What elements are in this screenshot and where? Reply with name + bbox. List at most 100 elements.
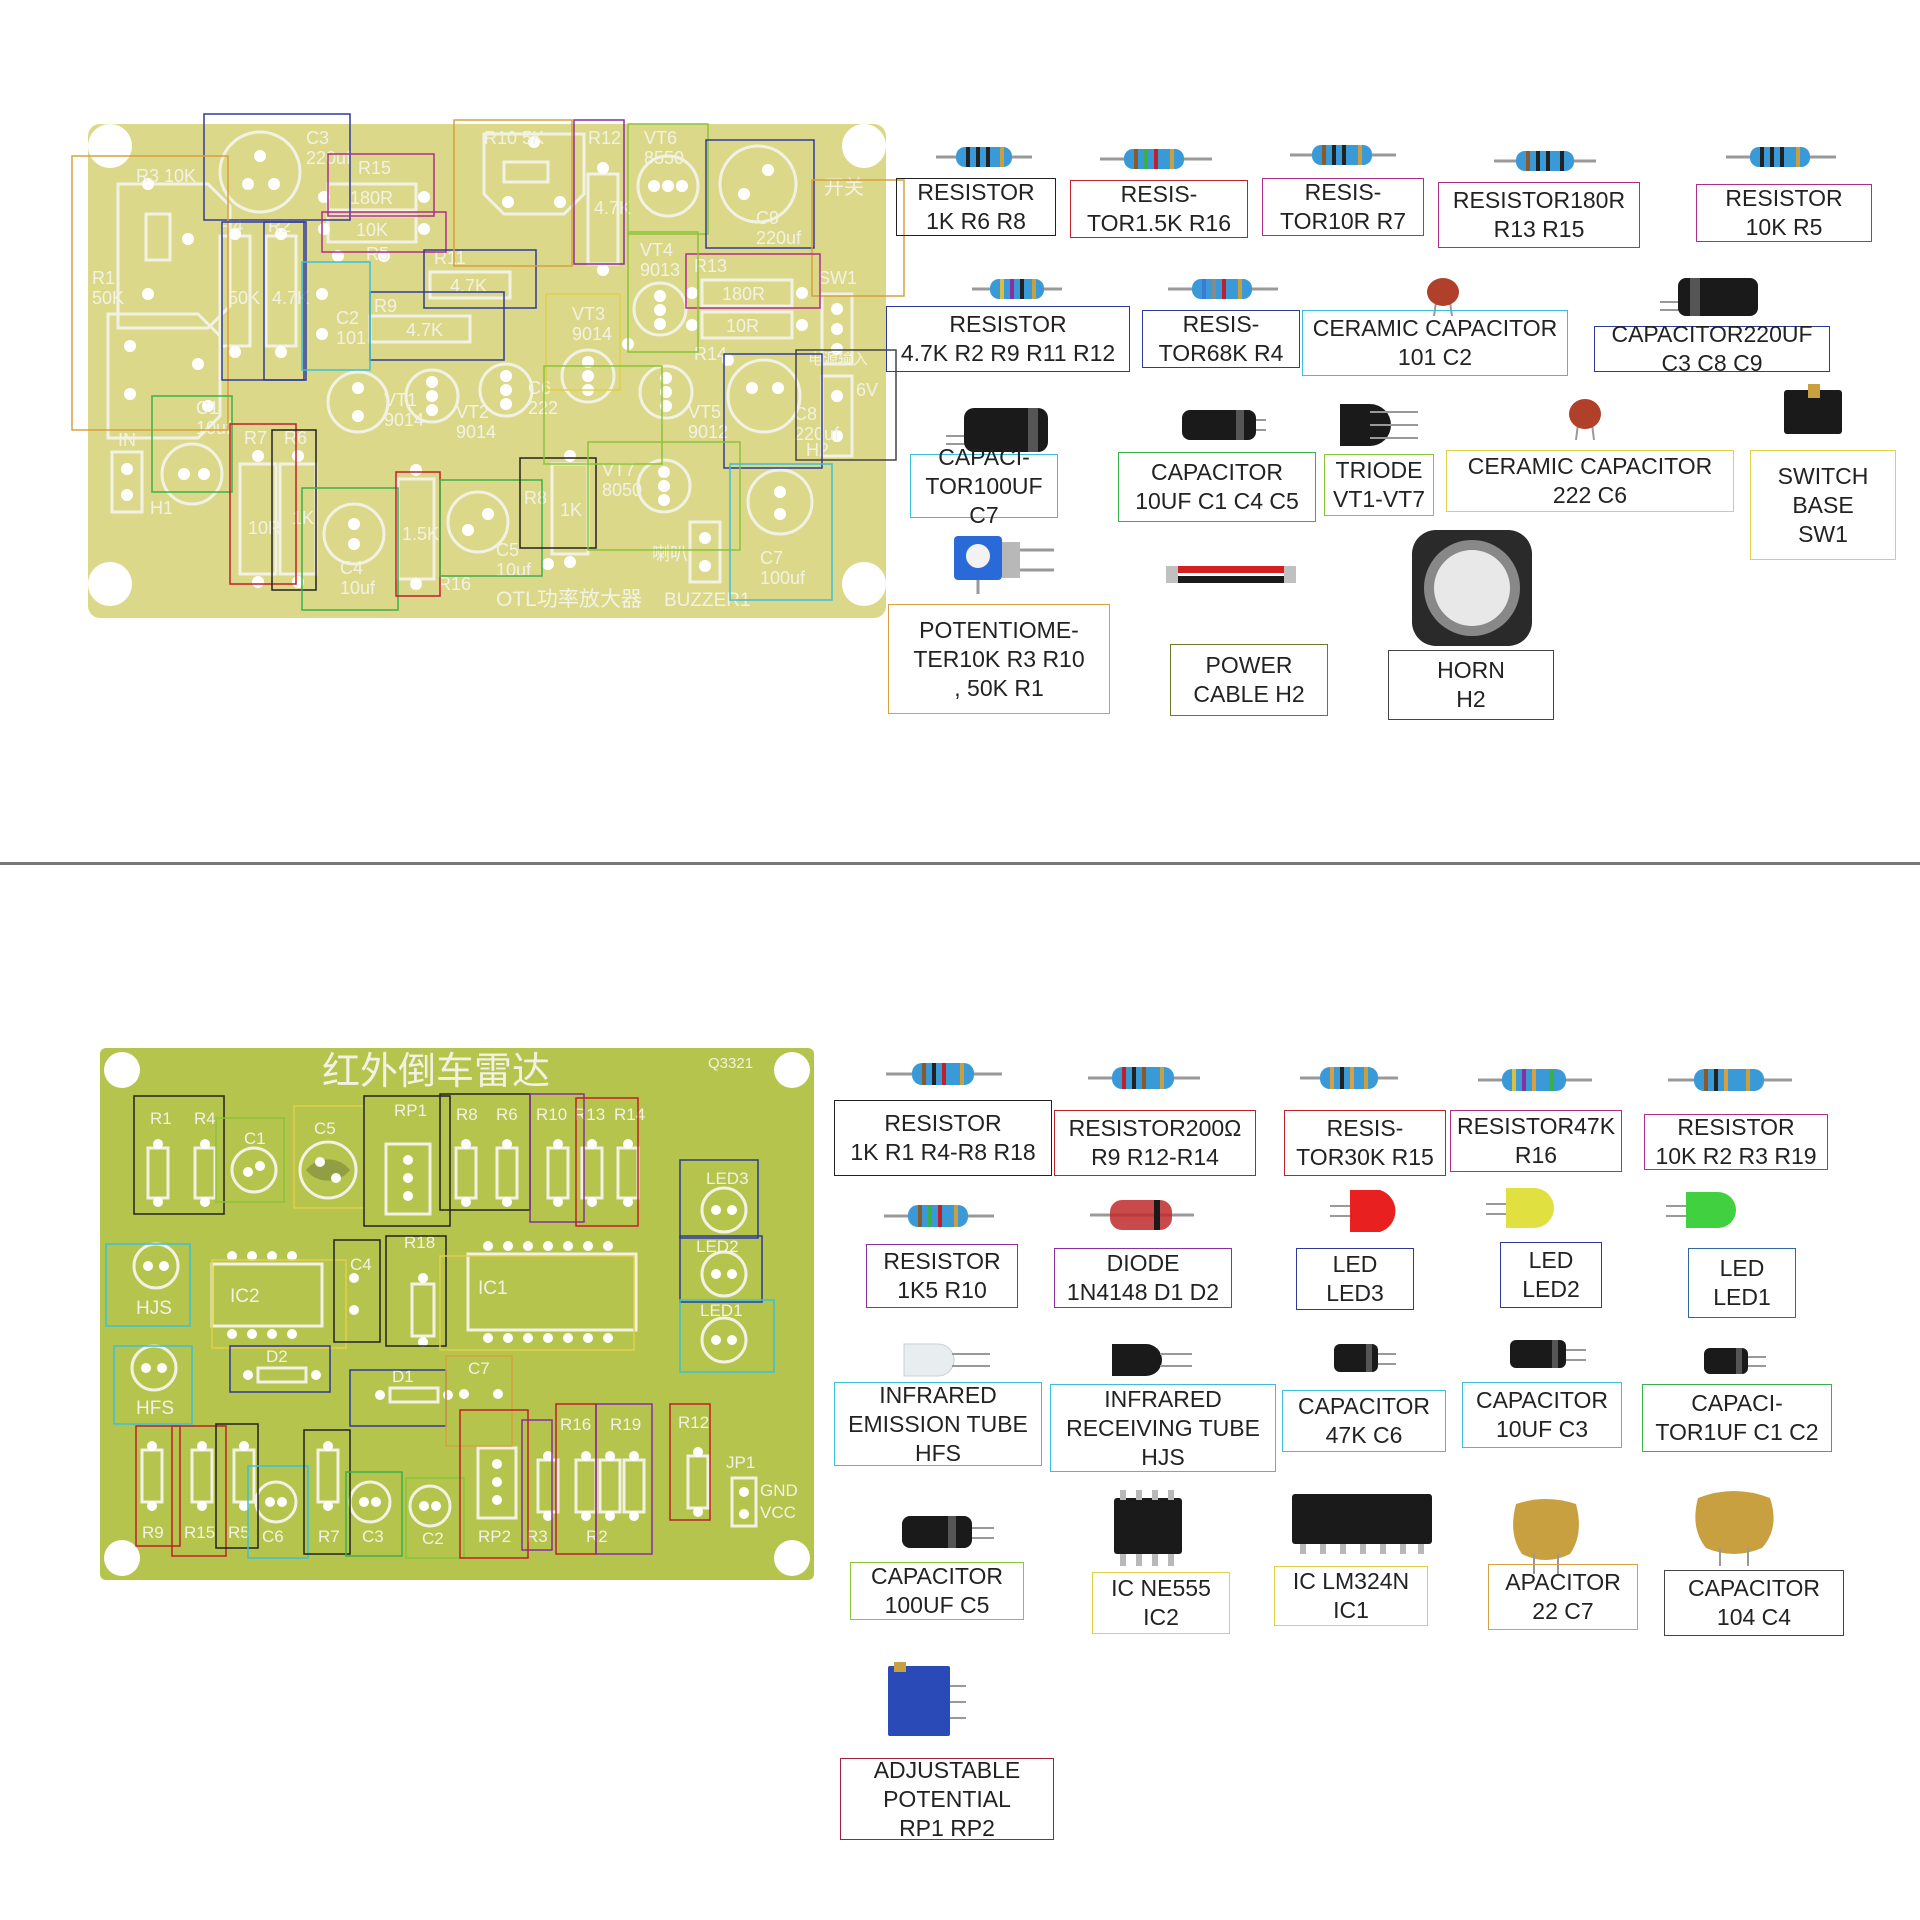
part-label-ir-receiving-tube-hjs: INFRARED RECEIVING TUBE HJS: [1050, 1384, 1276, 1472]
electrolytic-capacitor-icon: [946, 404, 1050, 454]
silk-h1: H1: [150, 498, 173, 518]
part-label-diode-d1-d2: DIODE 1N4148 D1 D2: [1054, 1248, 1232, 1308]
part-label-10k-r2-r3-r19: RESISTOR 10K R2 R3 R19: [1644, 1114, 1828, 1170]
part-label-led2: LED LED2: [1500, 1242, 1602, 1308]
silk-r10: R10: [536, 1105, 567, 1124]
silk-r13-value: 180R: [722, 284, 765, 304]
led-icon: [1330, 1186, 1402, 1234]
silk-r19: R19: [610, 1415, 641, 1434]
silk-r5: R5: [366, 244, 389, 264]
silk-buzzer: BUZZER1: [664, 590, 751, 611]
silk-hfs: HFS: [136, 1398, 174, 1419]
ceramic-capacitor-icon: [1560, 394, 1610, 440]
silk-d1: D1: [392, 1367, 414, 1386]
part-label-180r-r13-r15: RESISTOR180R R13 R15: [1438, 182, 1640, 248]
silk-r15-value: 180R: [350, 188, 393, 208]
silk-r7-value: 10R: [248, 518, 281, 538]
part-label-30k-r15: RESIS- TOR30K R15: [1284, 1110, 1446, 1176]
resistor-icon: [1726, 142, 1836, 172]
silk-horn: 喇叭: [652, 544, 688, 564]
part-label-47k-r16: RESISTOR47K R16: [1450, 1110, 1622, 1172]
silk-d2: D2: [266, 1347, 288, 1366]
resistor-icon: [1100, 144, 1212, 174]
silk-led1: LED1: [700, 1301, 743, 1320]
silk-power-input: 电源输入: [808, 351, 868, 368]
resistor-icon: [886, 1058, 1002, 1090]
silk-h2: H2: [806, 440, 829, 460]
electrolytic-capacitor-icon: [1506, 1336, 1586, 1372]
silk-r2-value: 4.7K: [272, 288, 309, 308]
switch-icon: [1780, 384, 1846, 442]
silk-ic2: IC2: [230, 1286, 260, 1307]
silk-c1: C1: [244, 1129, 266, 1148]
silk-voltage: 6V: [856, 380, 878, 400]
part-label-ne555-ic2: IC NE555 IC2: [1092, 1572, 1230, 1634]
silk-r4: R4: [194, 1109, 216, 1128]
silk-r18: R18: [404, 1233, 435, 1252]
diode-icon: [1090, 1196, 1194, 1234]
silk-rp1: RP1: [394, 1101, 427, 1120]
part-label-1k-r6-r8: RESISTOR 1K R6 R8: [896, 178, 1056, 236]
trimmer-icon: [872, 1662, 966, 1742]
speaker-icon: [1408, 526, 1536, 650]
silk-r9: R9: [142, 1523, 164, 1542]
resistor-icon: [972, 274, 1062, 304]
silk-r16: R16: [438, 574, 471, 594]
part-label-lm324n-ic1: IC LM324N IC1: [1274, 1566, 1428, 1626]
ic-dip14-icon: [1290, 1490, 1434, 1554]
silk-r11: R11: [434, 248, 466, 268]
resistor-icon: [936, 142, 1032, 172]
part-label-47k-c6: CAPACITOR 47K C6: [1282, 1390, 1446, 1452]
silk-r6-value: 1K: [292, 508, 314, 528]
silk-r14: R14: [694, 344, 727, 364]
part-label-1k-r1-r4-r8-r18: RESISTOR 1K R1 R4-R8 R18: [834, 1100, 1052, 1176]
power-cable-icon: [1166, 562, 1296, 588]
board-title-radar: 红外倒车雷达: [322, 1051, 550, 1093]
silk-r12: R12: [678, 1413, 709, 1432]
part-label-10uf-c1-c4-c5: CAPACITOR 10UF C1 C4 C5: [1118, 452, 1316, 522]
silk-sw1: SW1: [818, 268, 857, 288]
silk-c3: C3: [362, 1527, 384, 1546]
silk-r3: R3: [526, 1527, 548, 1546]
part-label-switch-base-sw1: SWITCH BASE SW1: [1750, 450, 1896, 560]
part-label-200-r9-r12-r14: RESISTOR200Ω R9 R12-R14: [1054, 1110, 1256, 1176]
part-label-104-c4: CAPACITOR 104 C4: [1664, 1570, 1844, 1636]
part-label-100uf-c5: CAPACITOR 100UF C5: [850, 1562, 1024, 1620]
ceramic-capacitor-icon: [1690, 1486, 1780, 1566]
silk-c7: C7: [468, 1359, 490, 1378]
potentiometer-icon: [944, 532, 1054, 594]
silk-r12: R12: [588, 128, 621, 148]
ceramic-capacitor-icon: [1508, 1494, 1584, 1574]
silk-r5: R5: [228, 1523, 250, 1542]
electrolytic-capacitor-icon: [898, 1512, 994, 1552]
electrolytic-capacitor-icon: [1176, 404, 1266, 444]
electrolytic-capacitor-icon: [1700, 1344, 1766, 1378]
silk-r8: R8: [456, 1105, 478, 1124]
part-label-ceramic-222-c6: CERAMIC CAPACITOR 222 C6: [1446, 450, 1734, 512]
silk-r7: R7: [244, 428, 267, 448]
part-label-10r-r7: RESIS- TOR10R R7: [1262, 178, 1424, 236]
silk-r6: R6: [496, 1105, 518, 1124]
silk-switch: 开关: [824, 176, 864, 199]
part-label-ir-emission-tube-hfs: INFRARED EMISSION TUBE HFS: [834, 1382, 1042, 1466]
part-label-220uf-c3-c8-c9: CAPACITOR220UF C3 C8 C9: [1594, 321, 1830, 376]
part-label-1uf-c1-c2: CAPACI- TOR1UF C1 C2: [1642, 1384, 1832, 1452]
silk-r15: R15: [184, 1523, 215, 1542]
part-label-10uf-c3: CAPACITOR 10UF C3: [1462, 1382, 1622, 1448]
silk-r2: R2: [268, 216, 291, 236]
resistor-icon: [1668, 1064, 1792, 1096]
resistor-icon: [1088, 1062, 1200, 1094]
part-label-potentiometer: POTENTIOME- TER10K R3 R10 , 50K R1: [888, 604, 1110, 714]
